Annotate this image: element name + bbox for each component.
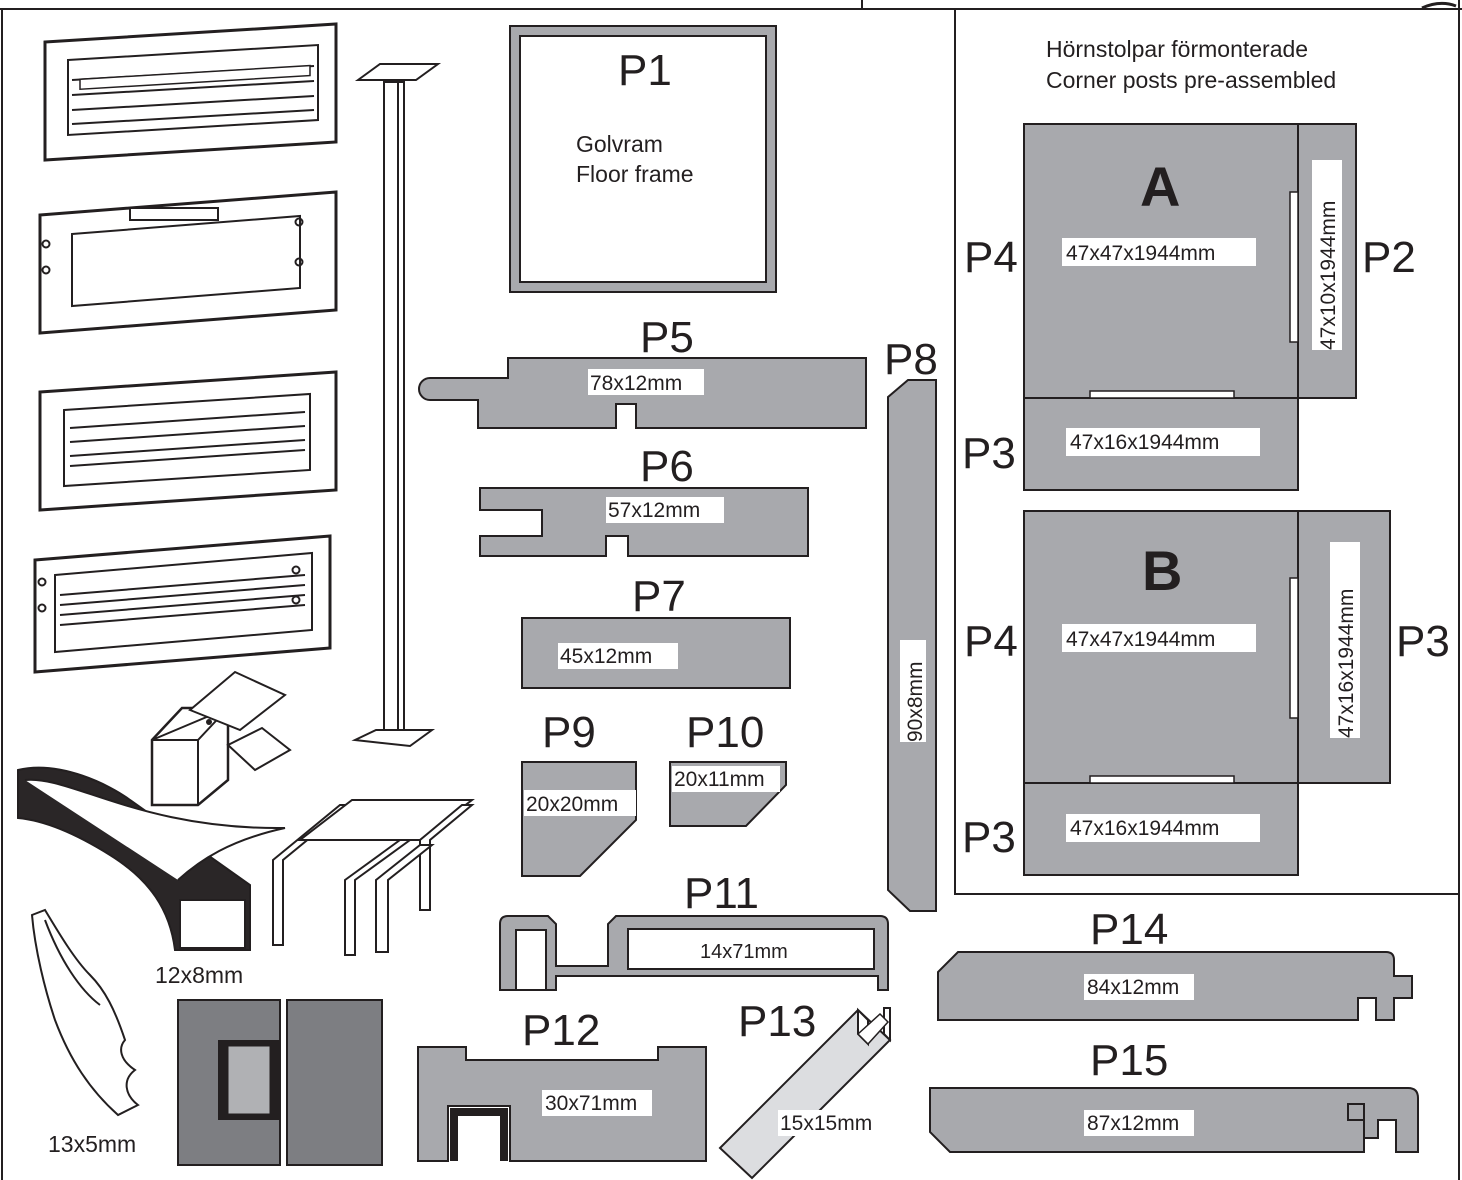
part-p8	[887, 379, 937, 912]
part-p13	[718, 1007, 892, 1180]
p1-label: P1	[618, 46, 672, 95]
p15-dims: 87x12mm	[1087, 1112, 1179, 1135]
part-p6	[479, 487, 809, 557]
post-bracket	[150, 670, 292, 807]
vent-grille-1	[43, 22, 338, 162]
vent-grille-4	[33, 534, 332, 674]
seal-strip-dims: 12x8mm	[155, 962, 243, 988]
corner-post-a-p3-dims: 47x16x1944mm	[1070, 431, 1219, 454]
corner-post-a-p2-dims: 47x10x1944mm	[1317, 201, 1340, 350]
p13-dims: 15x15mm	[780, 1112, 872, 1135]
p8-dims: 90x8mm	[904, 661, 927, 742]
corner-post-a	[1023, 123, 1357, 491]
part-p10	[669, 761, 787, 827]
corner-post-a-label: A	[1140, 155, 1180, 218]
corner-post-b-label: B	[1142, 539, 1182, 602]
corner-post-b-p4-label: P4	[964, 617, 1018, 666]
corner-posts-box	[954, 8, 1460, 895]
p5-label: P5	[640, 313, 694, 362]
p8-label: P8	[884, 335, 938, 384]
p13-label: P13	[738, 997, 816, 1046]
gasket-dims: 13x5mm	[48, 1131, 136, 1157]
p15-label: P15	[1090, 1036, 1168, 1085]
p14-label: P14	[1090, 905, 1168, 954]
p12-dims: 30x71mm	[545, 1092, 637, 1115]
corner-post-a-p3-label: P3	[962, 429, 1016, 478]
p7-label: P7	[632, 572, 686, 621]
support-post	[351, 63, 442, 748]
seal-strip	[17, 766, 286, 951]
part-p15	[929, 1087, 1419, 1153]
corner-post-b	[1023, 510, 1391, 876]
p11-dims: 14x71mm	[700, 941, 788, 963]
part-p14	[937, 951, 1413, 1021]
part-p12	[417, 1046, 707, 1162]
corner-post-a-p4-label: P4	[964, 233, 1018, 282]
part-p11	[499, 915, 889, 991]
hinge	[177, 999, 383, 1166]
p9-dims: 20x20mm	[526, 793, 618, 816]
p11-label: P11	[684, 869, 759, 918]
p14-dims: 84x12mm	[1087, 976, 1179, 999]
vent-grille-3	[38, 370, 338, 512]
corner-post-a-p2-label: P2	[1362, 233, 1416, 282]
part-p9	[521, 761, 637, 877]
corner-post-b-p3-side-label: P3	[1396, 617, 1450, 666]
p6-dims: 57x12mm	[608, 499, 700, 522]
part-p1-floor-frame	[509, 25, 777, 293]
gasket-profile	[30, 908, 140, 1117]
corner-post-b-p3-label: P3	[962, 813, 1016, 862]
corner-post-b-p3-dims: 47x16x1944mm	[1070, 817, 1219, 840]
p1-name-en: Floor frame	[576, 161, 694, 187]
p5-dims: 78x12mm	[590, 372, 682, 395]
corner-post-a-p4-dims: 47x47x1944mm	[1066, 242, 1215, 265]
part-p5	[418, 357, 867, 429]
corner-connector	[272, 799, 475, 956]
p7-dims: 45x12mm	[560, 645, 652, 668]
corner-post-b-p3-side-dims: 47x16x1944mm	[1335, 589, 1358, 738]
p12-label: P12	[522, 1006, 600, 1055]
p6-label: P6	[640, 442, 694, 491]
p10-dims: 20x11mm	[674, 768, 765, 791]
p1-name-sv: Golvram	[576, 131, 663, 157]
part-p7	[521, 617, 791, 689]
vent-grille-2	[38, 190, 338, 335]
corner-post-b-p4-dims: 47x47x1944mm	[1066, 628, 1215, 651]
corner-posts-title-sv: Hörnstolpar förmonterade	[1046, 36, 1308, 62]
p9-label: P9	[542, 708, 596, 757]
p10-label: P10	[686, 708, 764, 757]
corner-posts-title-en: Corner posts pre-assembled	[1046, 67, 1336, 93]
